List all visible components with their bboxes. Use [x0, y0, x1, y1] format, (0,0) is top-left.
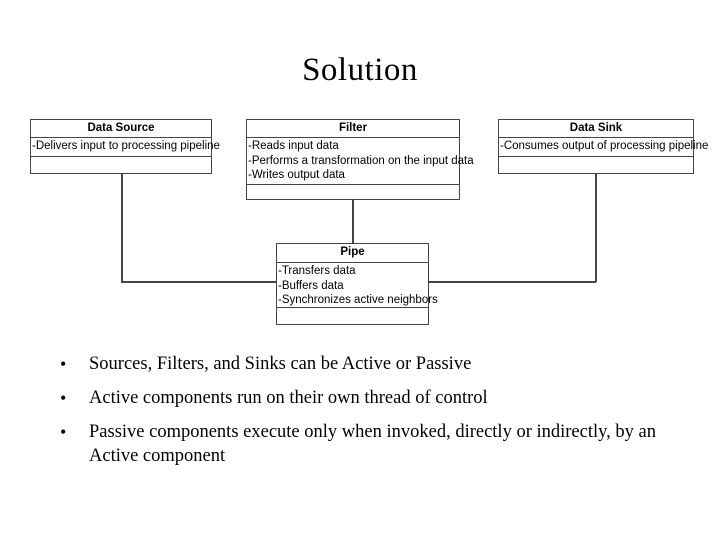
uml-box-data-source: Data Source -Delivers input to processin… — [30, 119, 220, 174]
uml-box-pipe-empty-compartment — [277, 308, 428, 324]
uml-operation: -Buffers data — [278, 279, 344, 292]
uml-box-data-sink-operations: -Consumes output of processing pipeline — [499, 138, 709, 157]
uml-operation: -Delivers input to processing pipeline — [32, 140, 220, 152]
list-item-text: Sources, Filters, and Sinks can be Activ… — [89, 354, 472, 374]
uml-box-pipe-operations: -Transfers data -Buffers data -Synchroni… — [277, 263, 438, 308]
page-title: Solution — [302, 52, 418, 88]
uml-box-data-sink: Data Sink -Consumes output of processing… — [498, 119, 709, 174]
connector-data-sink-horizontal — [428, 281, 596, 283]
uml-box-data-source-empty-compartment — [31, 157, 211, 173]
connector-filter-vertical — [352, 197, 354, 244]
connector-data-sink-vertical — [595, 172, 597, 282]
uml-box-filter: Filter -Reads input data -Performs a tra… — [246, 119, 474, 200]
list-item: • Passive components execute only when i… — [52, 420, 692, 468]
uml-box-data-sink-title: Data Sink — [499, 120, 693, 138]
list-item: • Sources, Filters, and Sinks can be Act… — [52, 352, 692, 376]
bullet-marker-icon: • — [60, 422, 67, 442]
uml-operation: -Transfers data — [278, 265, 356, 277]
bullet-marker-icon: • — [60, 354, 67, 374]
uml-box-filter-title: Filter — [247, 120, 459, 138]
uml-operation: -Synchronizes active neighbors — [278, 294, 438, 306]
uml-operation: -Reads input data — [248, 140, 339, 152]
uml-box-data-source-operations: -Delivers input to processing pipeline — [31, 138, 220, 157]
list-item: • Active components run on their own thr… — [52, 386, 692, 410]
uml-box-data-source-title: Data Source — [31, 120, 211, 138]
uml-operation: -Consumes output of processing pipeline — [500, 140, 709, 152]
uml-box-filter-empty-compartment — [247, 185, 459, 199]
uml-operation: -Writes output data — [248, 169, 345, 181]
bullet-marker-icon: • — [60, 388, 67, 408]
uml-operation: -Performs a transformation on the input … — [248, 154, 474, 167]
connector-data-source-vertical — [121, 172, 123, 282]
list-item-text: Active components run on their own threa… — [89, 388, 488, 408]
uml-box-pipe: Pipe -Transfers data -Buffers data -Sync… — [276, 243, 438, 325]
bullet-list: • Sources, Filters, and Sinks can be Act… — [52, 352, 692, 478]
connector-data-source-horizontal — [121, 281, 277, 283]
list-item-text: Passive components execute only when inv… — [89, 422, 657, 466]
uml-box-data-sink-empty-compartment — [499, 157, 693, 173]
uml-box-filter-operations: -Reads input data -Performs a transforma… — [247, 138, 474, 185]
uml-box-pipe-title: Pipe — [277, 244, 428, 263]
